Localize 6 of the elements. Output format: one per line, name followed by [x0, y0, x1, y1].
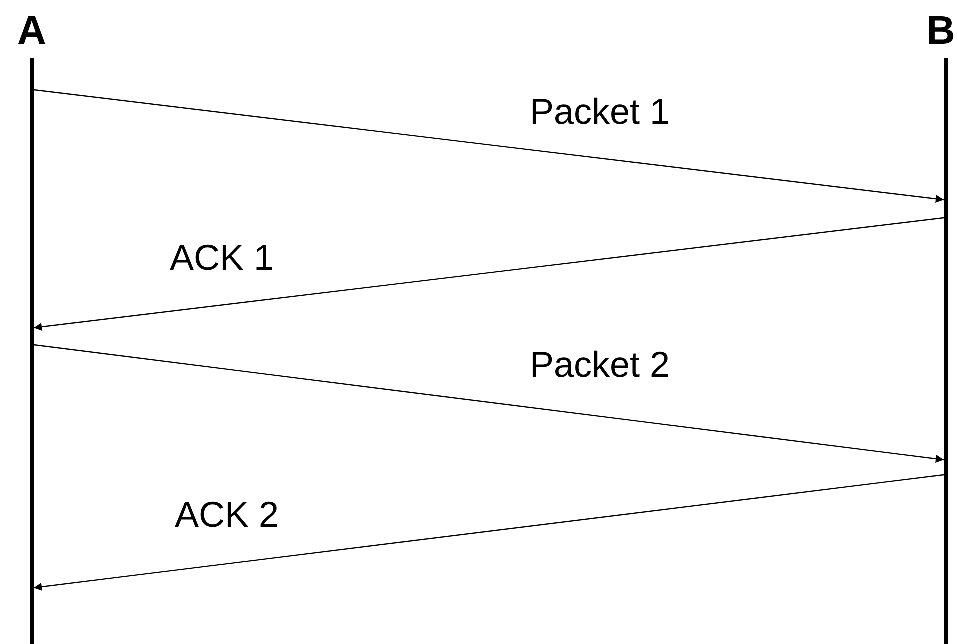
message-arrow	[34, 474, 944, 591]
participant-label: A	[16, 8, 48, 54]
message-arrow	[34, 344, 944, 463]
participant-label: B	[926, 8, 956, 54]
message-arrow	[34, 89, 944, 203]
message-arrow	[34, 217, 944, 331]
